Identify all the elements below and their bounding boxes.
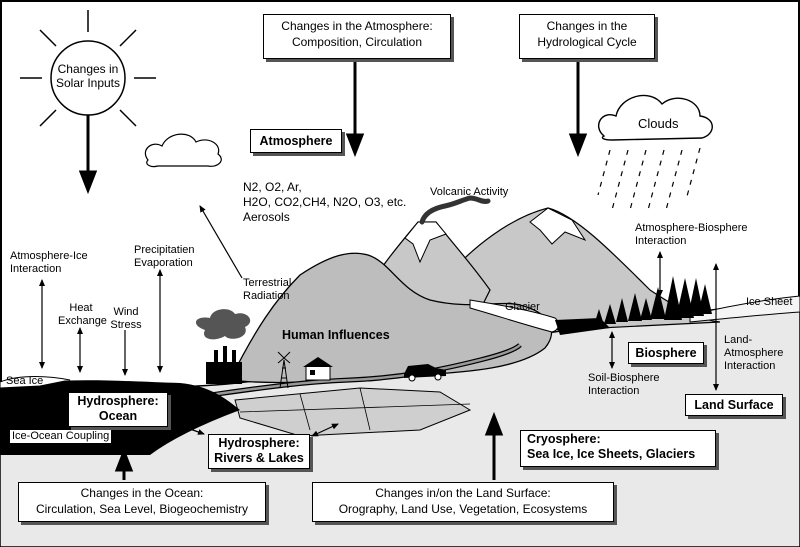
land-atm-label: Land- Atmosphere Interaction [724, 334, 783, 373]
big-arrows [78, 58, 588, 480]
label-line: Atmosphere [724, 347, 784, 359]
label-line: Precipitatien [134, 244, 195, 256]
atm-ice-label: Atmosphere-Ice Interaction [10, 250, 88, 276]
glacier-label: Glacier [505, 301, 540, 313]
label-line: Interaction [635, 235, 687, 247]
label-line: Wind [113, 306, 139, 318]
label-line: Atmosphere-Biosphere [635, 222, 748, 234]
car [404, 364, 446, 382]
precip-evap-label: Precipitatien Evaporation [134, 244, 195, 270]
box-line: Ocean [98, 409, 138, 423]
sea-ice-shape [0, 376, 71, 389]
atmospheric-gases: N2, O2, Ar, H2O, CO2,CH4, N2O, O3, etc. … [243, 180, 406, 225]
volcanic-activity-label: Volcanic Activity [430, 186, 509, 198]
sun-label-line: Solar Inputs [55, 76, 121, 90]
snow-cap-right [529, 207, 587, 245]
box-line: Cryosphere: [527, 432, 601, 446]
box-line: Orography, Land Use, Vegetation, Ecosyst… [338, 502, 588, 516]
ice-sheet-label: Ice Sheet [746, 296, 793, 308]
box-line: Hydrosphere: [218, 436, 300, 450]
thin-arrows [39, 205, 719, 437]
box-line: Hydrosphere: [77, 394, 159, 408]
forest [594, 276, 712, 325]
land-changes-box: Changes in/on the Land Surface: Orograph… [312, 482, 614, 522]
box-line: Changes in the Ocean: [80, 486, 204, 500]
small-cloud [144, 133, 222, 168]
gases-line: H2O, CO2,CH4, N2O, O3, etc. [243, 195, 407, 209]
windmill [277, 351, 291, 389]
clouds-label: Clouds [638, 116, 679, 131]
box-line: Hydrological Cycle [537, 35, 637, 49]
hydrosphere-rivers-box: Hydrosphere: Rivers & Lakes [208, 434, 310, 469]
box-line: Composition, Circulation [291, 35, 423, 49]
biosphere-box: Biosphere [628, 342, 704, 364]
rain [597, 147, 701, 211]
sun-label: Changes in Solar Inputs [50, 62, 126, 90]
land-surface-box: Land Surface [685, 394, 783, 416]
land-surface-label: Land Surface [694, 398, 774, 412]
volcano-plume [419, 195, 491, 225]
human-influences-label: Human Influences [282, 328, 390, 342]
sun-label-line: Changes in [57, 62, 119, 76]
label-line: Exchange [58, 315, 107, 327]
label-line: Interaction [588, 385, 640, 397]
label-line: Interaction [10, 263, 62, 275]
sun [20, 10, 156, 127]
box-line: Sea Ice, Ice Sheets, Glaciers [527, 447, 696, 461]
hydrosphere-ocean-box: Hydrosphere: Ocean [68, 392, 168, 427]
label-line: Atmosphere-Ice [10, 250, 88, 262]
river-inner [209, 344, 521, 397]
atmosphere-label: Atmosphere [259, 134, 333, 148]
factory [195, 309, 251, 384]
label-line: Land- [724, 334, 753, 346]
atmosphere-changes-box: Changes in the Atmosphere: Composition, … [263, 14, 451, 59]
ice-ocean-coupling-label: Ice-Ocean Coupling [10, 430, 112, 443]
soil-biosphere-label: Soil-Biosphere Interaction [588, 372, 660, 398]
label-line: Interaction [724, 360, 776, 372]
label-line: Terrestrial [243, 277, 292, 289]
box-line: Rivers & Lakes [214, 451, 304, 465]
label-line: Evaporation [134, 257, 193, 269]
atmosphere-box: Atmosphere [250, 129, 342, 153]
label-line: Soil-Biosphere [588, 372, 660, 384]
rain-cloud [598, 94, 713, 141]
cryosphere-box: Cryosphere: Sea Ice, Ice Sheets, Glacier… [520, 430, 716, 467]
box-line: Circulation, Sea Level, Biogeochemistry [35, 502, 249, 516]
gases-line: N2, O2, Ar, [243, 180, 302, 194]
house [303, 357, 333, 381]
fields [234, 387, 472, 437]
aerosols-label: Aerosols [243, 210, 290, 224]
wind-stress-label: Wind Stress [106, 306, 146, 332]
box-line: Changes in the Atmosphere: [281, 19, 433, 33]
heat-exchange-label: Heat Exchange [58, 302, 107, 328]
biosphere-label: Biosphere [635, 346, 697, 360]
box-line: Changes in the [546, 19, 628, 33]
label-line: Radiation [243, 290, 290, 302]
box-line: Changes in/on the Land Surface: [375, 486, 551, 500]
label-line: Stress [110, 319, 142, 331]
hydrological-changes-box: Changes in the Hydrological Cycle [519, 14, 655, 59]
terrestrial-radiation-label: Terrestrial Radiation [243, 277, 291, 303]
sea-ice-label: Sea Ice [6, 375, 44, 387]
atm-biosphere-label: Atmosphere-Biosphere Interaction [635, 222, 748, 248]
ocean-changes-box: Changes in the Ocean: Circulation, Sea L… [18, 482, 266, 522]
label-line: Heat [69, 302, 93, 314]
